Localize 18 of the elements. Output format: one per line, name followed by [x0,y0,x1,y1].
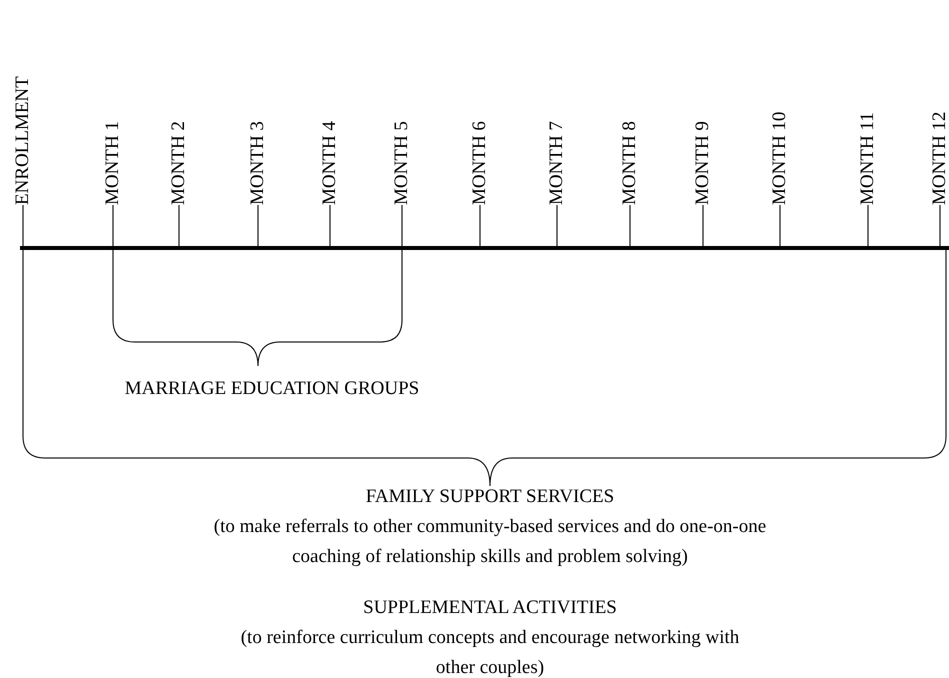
month-label: MONTH 12 [929,112,949,205]
month-label: MONTH 4 [319,121,341,205]
month-label: MONTH 6 [469,121,491,205]
bracket-label: MARRIAGE EDUCATION GROUPS [124,377,420,401]
month-label: ENROLLMENT [12,76,34,205]
service-description: (to reinforce curriculum concepts and encourage networking with other couples) [240,626,740,678]
service-description: (to make referrals to other community-based services and do one-on-one coaching of relationship skills and problem solving) [212,515,768,569]
month-label: MONTH 7 [546,121,568,205]
month-label: MONTH 8 [619,121,641,205]
month-label: MONTH 10 [769,112,791,205]
service-heading: FAMILY SUPPORT SERVICES [364,485,616,509]
month-label: MONTH 1 [102,121,124,205]
month-label: MONTH 3 [247,121,269,205]
month-label: MONTH 2 [168,121,190,205]
month-label: MONTH 11 [857,112,879,205]
service-heading: SUPPLEMENTAL ACTIVITIES [362,596,618,620]
month-label: MONTH 5 [391,121,413,205]
month-label: MONTH 9 [692,121,714,205]
